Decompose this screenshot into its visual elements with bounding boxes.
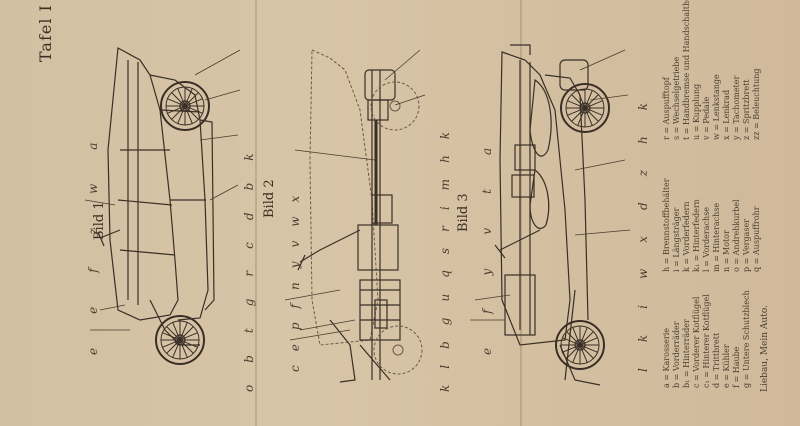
legend-item: n = Motor [722, 230, 731, 272]
legend-item: b₁ = Hinterräder [682, 319, 691, 388]
legend-item: o = Andrehkurbel [732, 199, 741, 272]
legend-item: e = Kühler [722, 344, 731, 388]
legend-item: r = Auspufftopf [662, 77, 671, 140]
fold-line [520, 0, 522, 426]
plate-title: Tafel I [36, 4, 55, 62]
legend-item: k₁ = Hinterfedern [692, 199, 701, 272]
legend-item: zz = Beleuchtung [752, 68, 761, 140]
figure-2-labels-bottom: cepfnyvwx [288, 181, 302, 372]
figure-1-labels-top: obtgrcdbk [242, 131, 256, 392]
figure-3-labels-bottom: efyvta [480, 113, 494, 355]
leader-lines [84, 49, 631, 341]
figure-1-labels-bottom: eefzwa [86, 108, 100, 355]
legend-item: d = Trittbrett [712, 332, 721, 388]
legend-item: y = Tachometer [732, 75, 741, 140]
legend-item: b = Vorderräder [672, 321, 681, 388]
legend-item: v = Pedale [702, 96, 711, 140]
figure-2-chassis [297, 49, 401, 383]
figure-3-labels-top: lkiwxdzhk [636, 76, 650, 372]
figure-2-caption: Bild 2 [262, 179, 277, 218]
legend-left: a = Karosserie b = Vorderräder b₁ = Hint… [662, 290, 752, 388]
legend-item: x = Lenkrad [722, 89, 731, 140]
legend-item: f = Haube [732, 346, 741, 388]
legend-item: g = Untere Schutzblech [742, 290, 751, 388]
legend-item: i = Längsträger [672, 207, 681, 272]
figure-3-caption: Bild 3 [456, 193, 471, 232]
fold-line [255, 0, 257, 426]
figure-3-sectional-car [494, 44, 601, 386]
figure-2-labels-top: klbguqsrimhk [438, 115, 452, 392]
legend-item: z = Spritzbrett [742, 79, 751, 140]
legend-item: p = Vergaser [742, 218, 751, 272]
legend-item: t = Handbremse und Handschalthebel [682, 0, 691, 140]
legend-item: q = Auspuffrohr [752, 206, 761, 272]
legend-item: a = Karosserie [662, 327, 671, 388]
legend-item: h = Brennstoffbehälter [662, 178, 671, 272]
legend-item: m = Hinterachse [712, 202, 721, 272]
legend-middle: h = Brennstoffbehälter i = Längsträger k… [662, 178, 762, 272]
legend-item: k = Vorderfedern [682, 201, 691, 272]
legend-right: r = Auspufftopf s = Wechselgetriebe t = … [662, 0, 762, 140]
legend-item: w = Lenkstange [712, 74, 721, 140]
figure-1-car-body [97, 47, 215, 346]
legend-item: u = Kupplung [692, 83, 701, 140]
legend-item: s = Wechselgetriebe [672, 56, 681, 140]
legend-item: l = Vorderachse [702, 207, 711, 272]
legend-item: c₁ = Hinterer Kotflügel [702, 294, 711, 388]
legend-item: c = Vorderer Kotflügel [692, 296, 701, 388]
publisher-credit: Liebau, Mein Auto. [760, 305, 770, 392]
